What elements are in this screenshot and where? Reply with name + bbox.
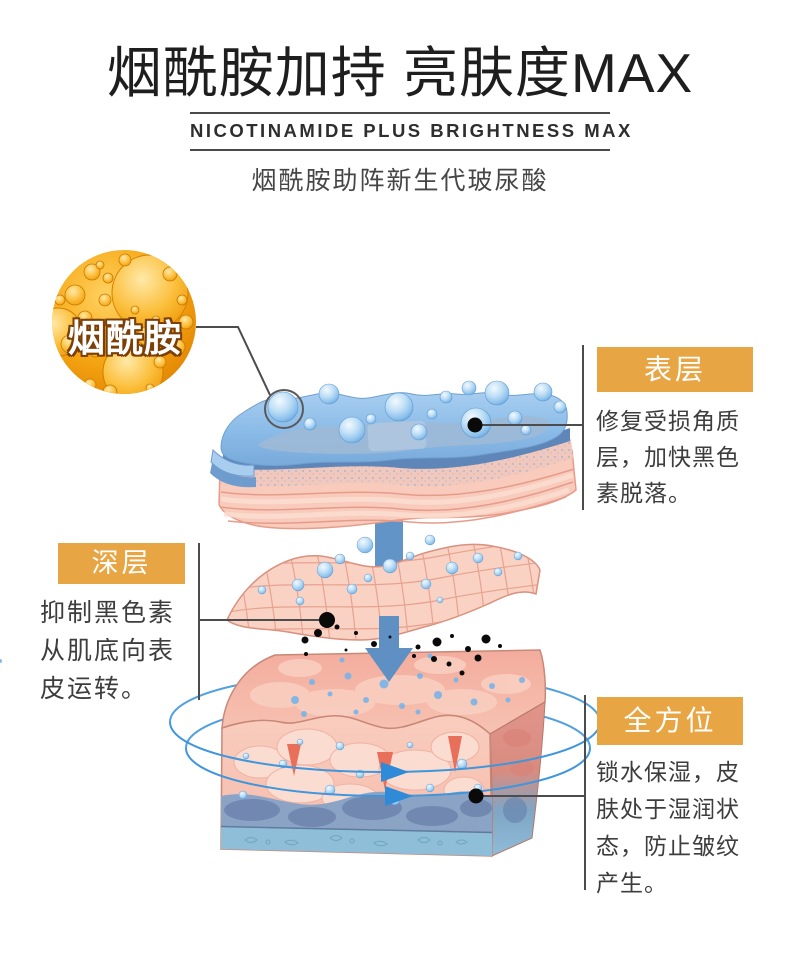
deep-layer-description: 抑制黑色素 从肌底向表 皮运转。 <box>40 594 175 708</box>
subtitle-en: NICOTINAMIDE PLUS BRIGHTNESS MAX <box>190 120 633 141</box>
nicotinamide-label: 烟酰胺 <box>68 318 182 359</box>
absorption-arrow-bottom <box>365 616 413 682</box>
badge-deep-layer: 深层 <box>58 543 185 584</box>
badge-surface-layer: 表层 <box>597 347 753 392</box>
anchor-dots <box>319 417 484 804</box>
dermis-cube <box>0 649 547 857</box>
surface-layer-description: 修复受损角质 层，加快黑色 素脱落。 <box>596 403 740 511</box>
text-line: 抑制黑色素 <box>40 599 176 627</box>
text-line: 态，防止皱纹 <box>596 833 740 859</box>
magnifier-circle <box>264 389 304 429</box>
melanin-dots <box>301 624 502 676</box>
badge-all-round: 全方位 <box>597 697 743 745</box>
text-line: 锁水保湿，皮 <box>596 759 740 785</box>
text-line: 层，加快黑色 <box>596 444 740 470</box>
text-line: 素脱落。 <box>596 480 692 506</box>
text-line: 皮运转。 <box>40 675 149 703</box>
mesh-layer <box>226 534 541 641</box>
nicotinamide-bubble-illustration <box>52 250 196 394</box>
callout-connectors <box>196 326 586 890</box>
subtitle-en-rule-box: NICOTINAMIDE PLUS BRIGHTNESS MAX <box>190 112 633 151</box>
connector-nicotinamide <box>196 326 271 396</box>
text-line: 从肌底向表 <box>40 637 176 665</box>
epidermis-layer <box>210 380 577 530</box>
text-line: 修复受损角质 <box>596 408 740 434</box>
text-line: 肤处于湿润状 <box>596 796 740 822</box>
subtitle-zh: 烟酰胺助阵新生代玻尿酸 <box>251 167 549 195</box>
moisture-rings-front <box>169 721 601 806</box>
all-round-description: 锁水保湿，皮 肤处于湿润状 态，防止皱纹 产生。 <box>596 754 740 902</box>
page-title: 烟酰胺加持 亮肤度MAX <box>106 42 694 104</box>
text-line: 产生。 <box>596 870 668 896</box>
